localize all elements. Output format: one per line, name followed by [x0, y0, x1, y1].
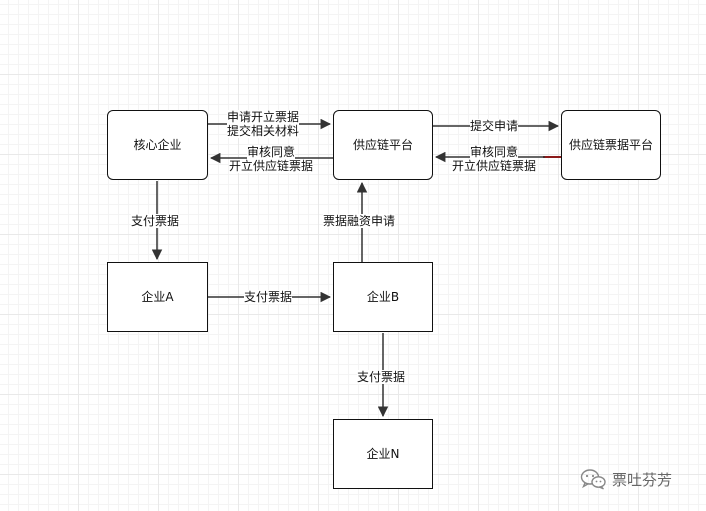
node-core-enterprise: 核心企业 — [107, 110, 208, 180]
edge-label-bill-platform-to-platform: 审核同意 开立供应链票据 — [452, 145, 537, 173]
node-company-n: 企业N — [333, 419, 433, 489]
node-supply-chain-platform-label: 供应链平台 — [352, 138, 413, 152]
edge-label-company-b-to-platform: 票据融资申请 — [323, 214, 396, 228]
edge-label-platform-to-core-line1: 审核同意 — [247, 145, 296, 159]
edge-label-platform-to-bill-platform-text: 提交申请 — [470, 119, 519, 133]
edge-label-core-to-company-a-text: 支付票据 — [131, 214, 180, 228]
edge-label-core-to-platform-line1: 申请开立票据 — [227, 110, 300, 124]
edge-label-company-b-to-platform-text: 票据融资申请 — [323, 214, 396, 228]
node-company-a: 企业A — [107, 262, 208, 332]
edge-label-core-to-company-a: 支付票据 — [131, 214, 180, 228]
edge-label-company-a-to-company-b-text: 支付票据 — [244, 290, 293, 304]
edge-label-core-to-platform-line2: 提交相关材料 — [227, 124, 300, 138]
edge-label-company-b-to-company-n: 支付票据 — [357, 370, 406, 384]
node-company-b: 企业B — [333, 262, 433, 332]
node-company-n-label: 企业N — [366, 447, 400, 461]
node-supply-chain-bill-platform: 供应链票据平台 — [561, 110, 661, 180]
node-company-a-label: 企业A — [141, 290, 174, 304]
edge-label-bill-platform-to-platform-line1: 审核同意 — [470, 145, 519, 159]
node-supply-chain-bill-platform-label: 供应链票据平台 — [568, 138, 653, 152]
node-company-b-label: 企业B — [366, 290, 400, 304]
edge-label-core-to-platform: 申请开立票据 提交相关材料 — [227, 110, 300, 138]
edge-label-bill-platform-to-platform-line2: 开立供应链票据 — [452, 159, 537, 173]
edge-label-platform-to-bill-platform: 提交申请 — [470, 119, 519, 133]
node-supply-chain-platform: 供应链平台 — [333, 110, 433, 180]
watermark-text: 票吐芬芳 — [612, 470, 673, 489]
edge-label-platform-to-core-line2: 开立供应链票据 — [229, 159, 314, 173]
node-core-enterprise-label: 核心企业 — [133, 138, 182, 152]
edge-label-company-a-to-company-b: 支付票据 — [244, 290, 293, 304]
wechat-icon — [580, 468, 606, 490]
edge-label-platform-to-core: 审核同意 开立供应链票据 — [229, 145, 314, 173]
watermark: 票吐芬芳 — [580, 468, 672, 490]
edge-label-company-b-to-company-n-text: 支付票据 — [357, 370, 406, 384]
